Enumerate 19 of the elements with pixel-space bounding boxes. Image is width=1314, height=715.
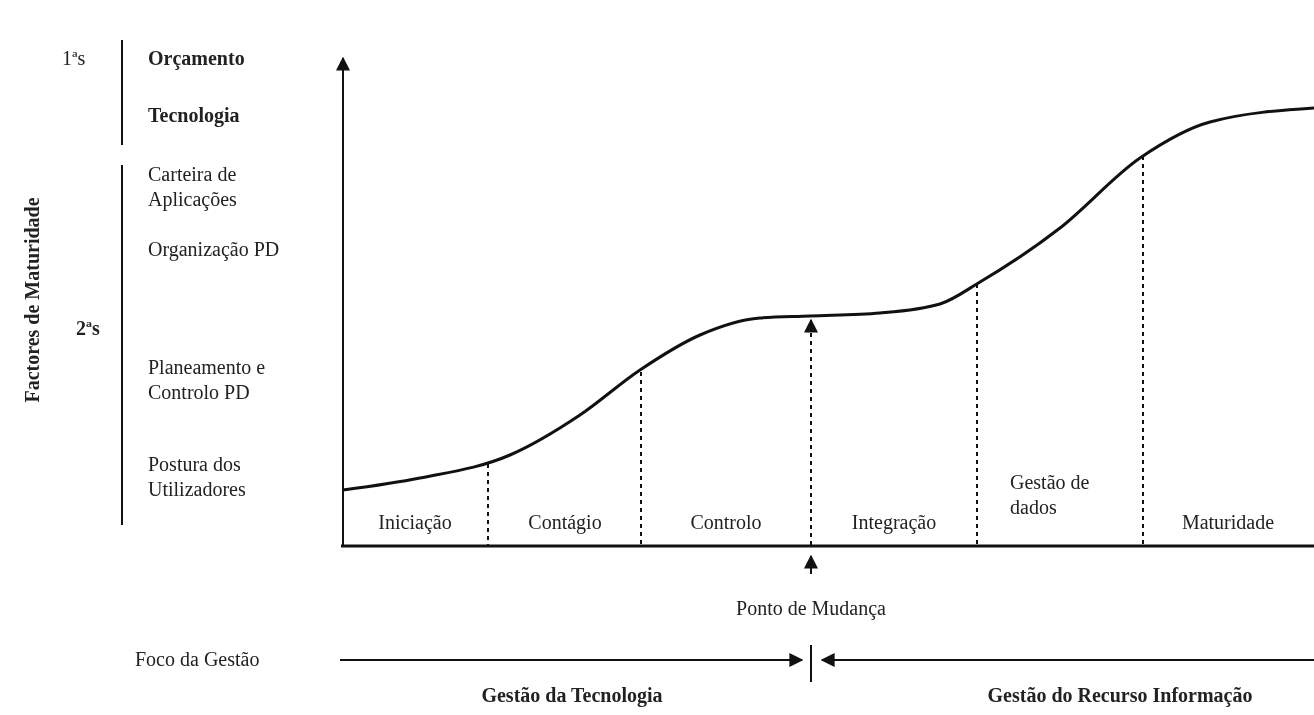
stage-label: Controlo (690, 510, 762, 535)
stage-label: Maturidade (1181, 510, 1275, 535)
stage-label: Contágio (528, 510, 602, 535)
factor-label: Organização PD (148, 237, 281, 262)
stage-label: Gestão de dados (1010, 470, 1091, 520)
factor-label: Postura dos Utilizadores (148, 452, 247, 502)
stage-label: Iniciação (378, 510, 452, 535)
factor-label: Carteira de Aplicações (148, 162, 238, 212)
factor-label: Orçamento (148, 46, 245, 71)
stage-label: Integração (851, 510, 937, 535)
group-label: 2ªs (76, 316, 100, 341)
factor-label: Tecnologia (148, 103, 240, 128)
factor-label: Planeamento e Controlo PD (148, 355, 267, 405)
axis-title: Factores de Maturidade (20, 197, 44, 403)
phase-label: Gestão do Recurso Informação (987, 683, 1253, 708)
row-label: Foco da Gestão (135, 647, 260, 672)
transition-label: Ponto de Mudança (736, 596, 886, 621)
group-label: 1ªs (62, 46, 86, 71)
phase-label: Gestão da Tecnologia (481, 683, 663, 708)
